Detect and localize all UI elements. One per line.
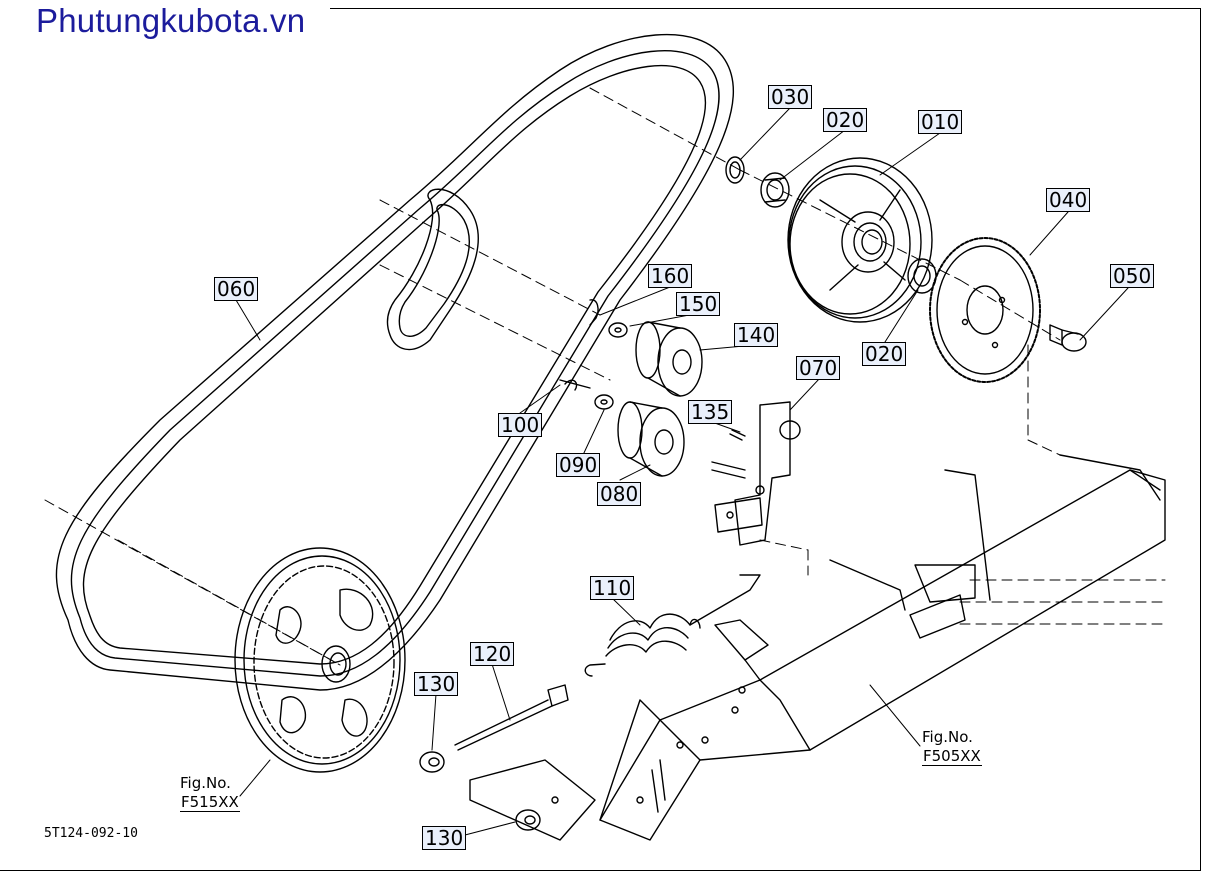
brand-watermark: Phutungkubota.vn xyxy=(36,2,306,39)
callout-050[interactable]: 050 xyxy=(1110,264,1155,288)
document-id: 5T124-092-10 xyxy=(44,826,138,841)
leader-lines xyxy=(235,107,1129,836)
nut-130-a xyxy=(419,751,445,773)
callout-110[interactable]: 110 xyxy=(590,576,635,600)
callout-100[interactable]: 100 xyxy=(498,413,543,437)
main-frame xyxy=(469,454,1166,841)
snap-ring-030 xyxy=(725,156,745,184)
v-belt-060 xyxy=(55,33,735,691)
frame-border-right xyxy=(1200,8,1201,870)
bearing-020-upper xyxy=(760,172,790,208)
callout-130-lower[interactable]: 130 xyxy=(422,826,467,850)
callout-150[interactable]: 150 xyxy=(676,292,721,316)
rod-120 xyxy=(454,684,569,751)
washer-090 xyxy=(594,394,614,410)
pin-100 xyxy=(559,379,591,391)
idler-080 xyxy=(617,401,685,477)
callout-090[interactable]: 090 xyxy=(556,453,601,477)
callout-020[interactable]: 020 xyxy=(823,108,868,132)
callout-135[interactable]: 135 xyxy=(688,400,733,424)
callout-020-lower[interactable]: 020 xyxy=(862,342,907,366)
nut-130-b xyxy=(515,809,541,831)
fig-ref-title: Fig.No. xyxy=(922,728,973,746)
callout-040[interactable]: 040 xyxy=(1046,188,1091,212)
idler-140 xyxy=(635,321,703,397)
callout-160[interactable]: 160 xyxy=(648,264,693,288)
callout-140[interactable]: 140 xyxy=(734,323,779,347)
callout-030[interactable]: 030 xyxy=(768,85,813,109)
bolt-135 xyxy=(729,429,746,441)
cotter-160 xyxy=(589,299,599,326)
tension-arm-070 xyxy=(711,401,801,546)
fig-ref-code[interactable]: F505XX xyxy=(922,747,982,766)
callout-080[interactable]: 080 xyxy=(597,482,642,506)
sprocket-040 xyxy=(929,237,1041,383)
callout-010[interactable]: 010 xyxy=(918,110,963,134)
frame-border-bottom xyxy=(0,870,1201,871)
fig-ref-lower-pulley[interactable]: Fig.No. F515XX xyxy=(180,774,240,812)
callout-120[interactable]: 120 xyxy=(470,642,515,666)
callout-060[interactable]: 060 xyxy=(214,277,259,301)
callout-070[interactable]: 070 xyxy=(796,356,841,380)
fig-ref-title: Fig.No. xyxy=(180,774,231,792)
washer-150 xyxy=(608,322,628,338)
callout-130-upper[interactable]: 130 xyxy=(414,672,459,696)
bolt-050 xyxy=(1049,324,1087,352)
fig-ref-code[interactable]: F515XX xyxy=(180,793,240,812)
spring-110 xyxy=(584,574,761,677)
frame-border-top xyxy=(330,8,1201,9)
fig-ref-frame[interactable]: Fig.No. F505XX xyxy=(922,728,982,766)
lower-pulley xyxy=(234,547,406,773)
upper-pulley-010 xyxy=(787,157,933,323)
axis-lines xyxy=(44,87,1166,666)
